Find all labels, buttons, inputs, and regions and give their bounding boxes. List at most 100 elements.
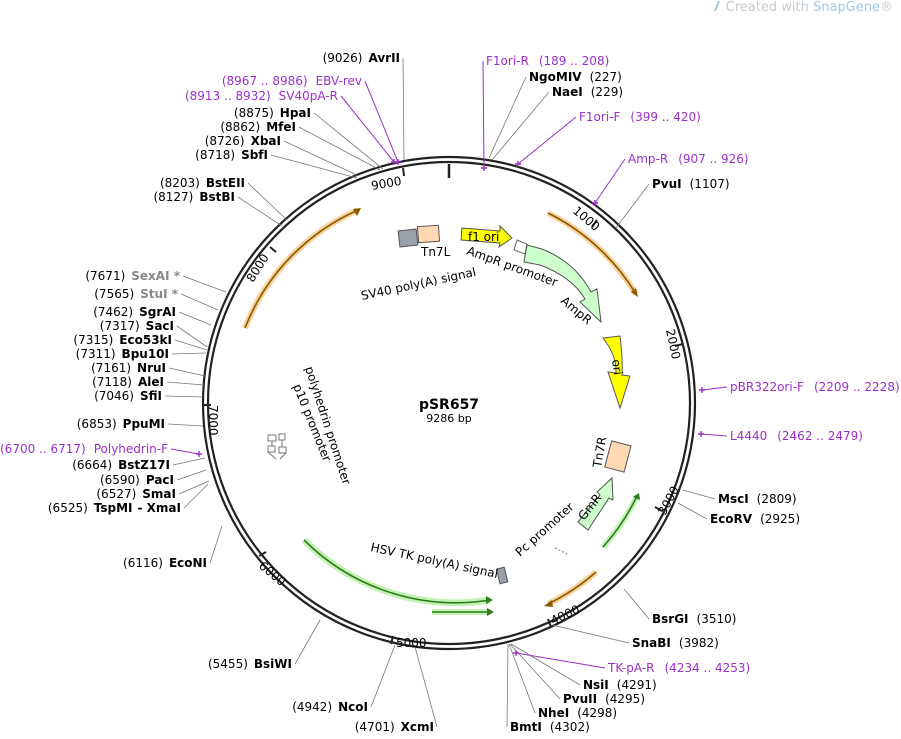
enzyme-site: (8203)BstEII — [160, 176, 288, 221]
enzyme-label: PvuII(4295) — [563, 692, 645, 706]
enzyme-label: NsiI(4291) — [583, 678, 657, 692]
primer-range: (399 .. 420) — [630, 110, 700, 124]
enzyme-position: (3982) — [679, 636, 719, 650]
enzyme-site: (7118)AleI — [92, 375, 205, 389]
enzyme-position: (227) — [590, 70, 622, 84]
enzyme-name: PpuMI — [123, 417, 165, 431]
backbone-inner — [206, 160, 692, 646]
enzyme-name: BstZ17I — [118, 458, 170, 472]
primer-marker — [513, 650, 519, 656]
enzyme-name: MscI — [718, 492, 749, 506]
enzyme-position: (7462) — [93, 305, 133, 319]
tick-9000: 9000 — [370, 167, 405, 193]
enzyme-leader-line — [313, 112, 384, 170]
enzyme-name: NheI — [538, 706, 569, 720]
enzyme-label: (7118)AleI — [92, 375, 164, 389]
feature-pc-promoter-dash — [554, 547, 568, 555]
svg-text:3000: 3000 — [655, 484, 682, 518]
arc-gm-head — [633, 493, 640, 500]
primer-range: (2209 .. 2228) — [814, 380, 900, 394]
enzyme-site: PvuII(4295) — [509, 643, 645, 706]
primer-label: TK-pA-R(4234 .. 4253) — [607, 661, 750, 675]
primer-leader-line — [364, 80, 399, 163]
primer-name: pBR322ori-F — [730, 380, 804, 394]
enzyme-position: (8127) — [153, 190, 193, 204]
enzyme-name: BmtI — [510, 720, 542, 734]
enzyme-name: BsiWI — [254, 657, 292, 671]
enzyme-position: (5455) — [208, 657, 248, 671]
primer-leader-line — [594, 158, 626, 204]
enzyme-name: SexAI * — [131, 269, 180, 283]
enzyme-site: (7671)SexAI * — [85, 269, 227, 293]
tick-3000: 3000 — [654, 484, 682, 518]
enzyme-site: (6853)PpuMI — [77, 417, 204, 431]
enzyme-label: PvuI(1107) — [652, 177, 730, 191]
enzyme-name: BsrGI — [652, 612, 689, 626]
arc-left — [244, 209, 359, 329]
plasmid-size: 9286 bp — [426, 412, 471, 425]
feature-tn7r-label: Tn7R — [590, 436, 609, 470]
feature-ori-label: ori — [609, 358, 625, 375]
enzyme-leader-line — [171, 352, 207, 355]
primer-name: Amp-R — [628, 152, 668, 166]
enzyme-label: EcoRV(2925) — [710, 512, 800, 526]
enzyme-site: (6664)BstZ17I — [72, 457, 206, 472]
enzyme-position: (8718) — [195, 148, 235, 162]
enzyme-site: NgoMIV(227) — [488, 70, 622, 159]
enzyme-site: (8862)MfeI — [220, 120, 381, 171]
svg-text:2000: 2000 — [663, 328, 683, 361]
enzyme-leader-line — [402, 57, 405, 161]
enzyme-label: (6664)BstZ17I — [72, 458, 170, 472]
feature-tn7r-block — [604, 440, 632, 473]
feature-hsv-label: HSV TK poly(A) signal — [369, 540, 499, 581]
enzyme-position: (2925) — [760, 512, 800, 526]
enzyme-position: (4295) — [605, 692, 645, 706]
enzyme-leader-line — [682, 489, 716, 500]
enzyme-site: NsiI(4291) — [510, 643, 657, 692]
enzyme-position: (7311) — [76, 347, 116, 361]
primer-site: (6700 .. 6717)Polyhedrin-F — [0, 442, 202, 457]
enzyme-site: BmtI(4302) — [506, 643, 590, 734]
enzyme-leader-line — [298, 126, 381, 171]
feature-sv40-label: SV40 poly(A) signal — [360, 265, 478, 303]
enzyme-label: NgoMIV(227) — [529, 70, 622, 84]
enzyme-position: (7161) — [91, 361, 131, 375]
primer-marker — [592, 200, 598, 206]
enzyme-label: (8726)XbaI — [205, 134, 281, 148]
enzyme-label: NheI(4298) — [538, 706, 617, 720]
enzyme-site: (8875)HpaI — [234, 106, 384, 170]
enzyme-name: BstBI — [199, 190, 235, 204]
enzyme-leader-line — [294, 619, 321, 665]
svg-text:8000: 8000 — [244, 251, 272, 284]
enzyme-position: (8726) — [205, 134, 245, 148]
enzyme-label: (6853)PpuMI — [77, 417, 165, 431]
primer-site: (8967 .. 8986)EBV-rev — [222, 74, 401, 165]
primer-site: pBR322ori-F (2209 .. 2228) — [699, 380, 900, 394]
enzyme-position: (4291) — [617, 678, 657, 692]
snapgene-watermark: Created with SnapGene® — [712, 0, 893, 15]
enzyme-site: (7161)NruI — [91, 361, 206, 377]
enzyme-site: (9026)AvrII — [323, 51, 405, 161]
arc-amp — [547, 212, 637, 295]
enzyme-position: (8203) — [160, 176, 200, 190]
enzyme-site: (7046)SfiI — [94, 389, 204, 403]
enzyme-leader-line — [508, 643, 536, 714]
enzyme-label: (9026)AvrII — [323, 51, 400, 65]
primer-range: (189 .. 208) — [539, 54, 609, 68]
primer-leader-line — [700, 433, 728, 437]
primer-range: (2462 .. 2479) — [777, 429, 863, 443]
enzyme-position: (7118) — [92, 375, 132, 389]
feature-hsv-block — [495, 566, 509, 585]
enzyme-label: BmtI(4302) — [510, 720, 590, 734]
enzyme-site: (6590)PacI — [100, 469, 207, 487]
enzyme-name: SacI — [146, 319, 174, 333]
enzyme-label: (4942)NcoI — [292, 700, 368, 714]
enzyme-name: SfiI — [140, 389, 162, 403]
primer-range: (6700 .. 6717) — [0, 442, 86, 456]
primer-label: (8967 .. 8986)EBV-rev — [222, 74, 362, 88]
primer-marker — [698, 431, 704, 437]
primer-label: L4440(2462 .. 2479) — [730, 429, 863, 443]
primer-range: (8913 .. 8932) — [185, 89, 271, 103]
feature-f1ori-label: f1 ori — [468, 230, 499, 244]
enzyme-name: StuI * — [140, 287, 179, 301]
